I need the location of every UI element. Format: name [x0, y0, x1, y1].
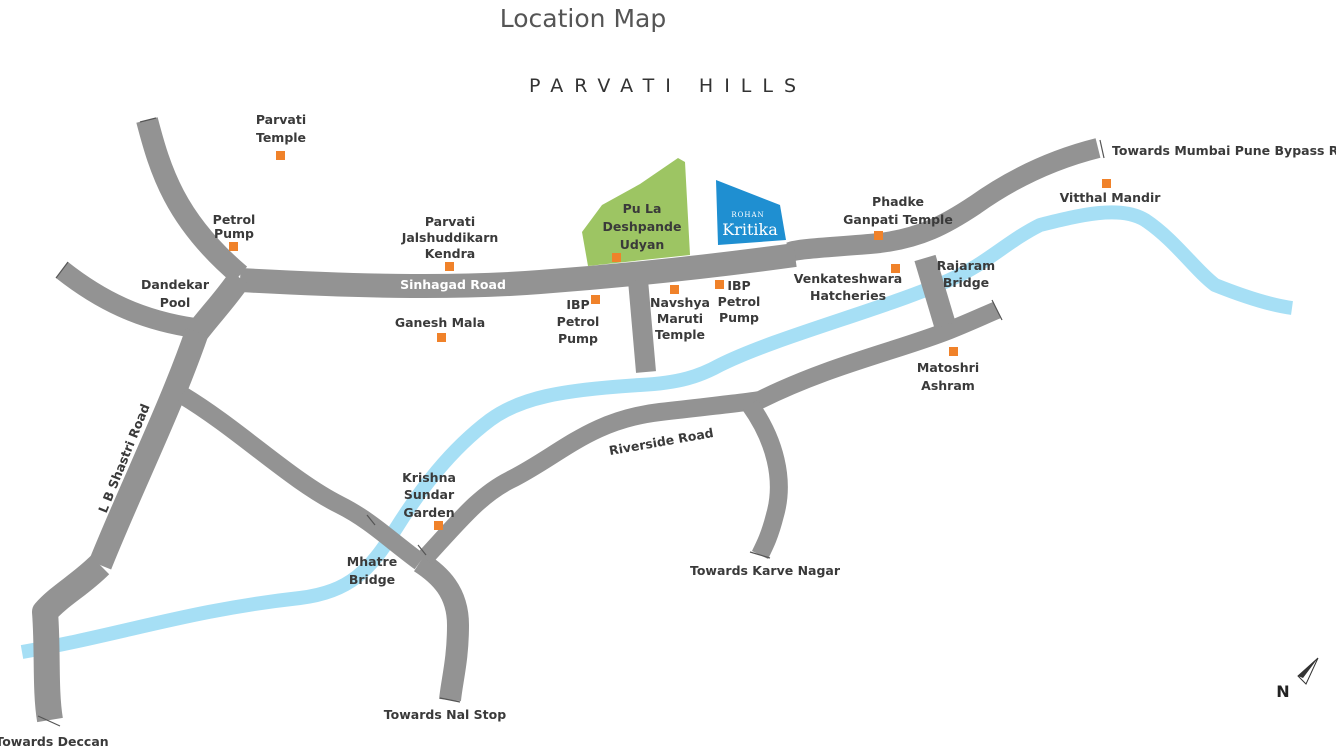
label-ibp-2: IBP Petrol Pump — [718, 278, 761, 325]
svg-text:Matoshri: Matoshri — [917, 360, 979, 375]
marker-vitthal — [1102, 179, 1111, 188]
svg-text:Sundar: Sundar — [404, 487, 455, 502]
north-arrow-icon: N — [1276, 657, 1319, 701]
marker-jalshuddikarn — [445, 262, 454, 271]
riverside-road-path — [418, 301, 1001, 565]
svg-text:Pump: Pump — [719, 310, 759, 325]
towards-karve-nagar-label: Towards Karve Nagar — [690, 563, 841, 578]
label-phadke: Phadke Ganpati Temple — [843, 194, 953, 227]
deccan-road — [32, 555, 110, 723]
label-ibp-1: IBP Petrol Pump — [557, 297, 600, 346]
svg-text:Jalshuddikarn: Jalshuddikarn — [401, 230, 499, 245]
bypass-road — [786, 138, 1101, 262]
dandekar-road — [55, 262, 197, 338]
road-end-ticks — [37, 117, 1105, 727]
svg-text:Maruti: Maruti — [657, 311, 703, 326]
svg-text:Ashram: Ashram — [921, 378, 975, 393]
marker-ibp-2 — [715, 280, 724, 289]
svg-text:Deshpande: Deshpande — [603, 219, 682, 234]
marker-park — [612, 253, 621, 262]
label-navshya: Navshya Maruti Temple — [650, 295, 710, 342]
map-title: Location Map — [500, 4, 666, 33]
towards-deccan-label: Towards Deccan — [0, 734, 109, 749]
sinhagad-road-path — [239, 243, 797, 299]
roads — [32, 117, 1101, 723]
svg-text:Pool: Pool — [160, 295, 191, 310]
svg-text:Pump: Pump — [558, 331, 598, 346]
label-mhatre: Mhatre Bridge — [347, 554, 397, 587]
towards-nal-stop-label: Towards Nal Stop — [384, 707, 506, 722]
rajaram-bridge-road — [914, 254, 956, 329]
marker-parvati-temple — [276, 151, 285, 160]
top-left-road — [136, 117, 248, 284]
navshya-lane — [628, 279, 656, 373]
nal-stop-road — [413, 552, 469, 702]
svg-text:Pu La: Pu La — [623, 201, 662, 216]
river — [20, 205, 1294, 659]
project-brand: ROHAN — [731, 211, 764, 219]
svg-text:Dandekar: Dandekar — [141, 277, 210, 292]
label-ganesh-mala: Ganesh Mala — [395, 315, 485, 330]
towards-mumbai-bypass-label: Towards Mumbai Pune Bypass Road — [1112, 143, 1336, 158]
svg-text:Phadke: Phadke — [872, 194, 924, 209]
marker-ibp-1 — [591, 295, 600, 304]
svg-text:Udyan: Udyan — [620, 237, 665, 252]
svg-text:Petrol: Petrol — [213, 212, 256, 227]
svg-text:IBP: IBP — [727, 278, 750, 293]
svg-text:Pump: Pump — [214, 226, 254, 241]
svg-text:Ganesh Mala: Ganesh Mala — [395, 315, 485, 330]
svg-text:Bridge: Bridge — [349, 572, 395, 587]
svg-text:Bridge: Bridge — [943, 275, 989, 290]
svg-text:Navshya: Navshya — [650, 295, 710, 310]
north-label: N — [1276, 682, 1289, 701]
marker-venkateshwara — [891, 264, 900, 273]
label-matoshri: Matoshri Ashram — [917, 360, 979, 393]
marker-petrol-pump — [229, 242, 238, 251]
project-name: Kritika — [722, 220, 778, 239]
marker-matoshri — [949, 347, 958, 356]
marker-krishna — [434, 521, 443, 530]
region-label: PARVATI HILLS — [529, 75, 807, 97]
landmark-markers — [229, 151, 1111, 530]
svg-text:Temple: Temple — [655, 327, 705, 342]
svg-text:Ganpati Temple: Ganpati Temple — [843, 212, 953, 227]
svg-text:IBP: IBP — [566, 297, 589, 312]
svg-text:Petrol: Petrol — [718, 294, 761, 309]
svg-text:Parvati: Parvati — [256, 112, 306, 127]
marker-navshya — [670, 285, 679, 294]
sinhagad-road-label: Sinhagad Road — [400, 277, 506, 292]
svg-text:Krishna: Krishna — [402, 470, 456, 485]
park-label: Pu La Deshpande Udyan — [603, 201, 682, 252]
svg-text:Parvati: Parvati — [425, 214, 475, 229]
label-parvati-temple: Parvati Temple — [256, 112, 306, 145]
svg-text:Kendra: Kendra — [425, 246, 475, 261]
label-krishna: Krishna Sundar Garden — [402, 470, 456, 520]
rohan-kritika-project — [716, 180, 786, 245]
lb-shastri-road-path — [88, 328, 209, 570]
label-petrol-pump: Petrol Pump — [213, 212, 256, 241]
svg-text:Vitthal Mandir: Vitthal Mandir — [1060, 190, 1162, 205]
svg-text:Petrol: Petrol — [557, 314, 600, 329]
marker-ganesh-mala — [437, 333, 446, 342]
junction-link — [185, 271, 250, 343]
label-vitthal: Vitthal Mandir — [1060, 190, 1162, 205]
label-rajaram: Rajaram Bridge — [937, 258, 995, 290]
svg-text:Temple: Temple — [256, 130, 306, 145]
svg-text:Garden: Garden — [403, 505, 454, 520]
svg-text:Hatcheries: Hatcheries — [810, 288, 886, 303]
label-dandekar-pool: Dandekar Pool — [141, 277, 210, 310]
mhatre-road — [177, 387, 426, 570]
label-venkateshwara: Venkateshwara Hatcheries — [794, 271, 903, 303]
svg-text:Rajaram: Rajaram — [937, 258, 995, 273]
label-jalshuddikarn: Parvati Jalshuddikarn Kendra — [401, 214, 499, 261]
riverside-road-label: Riverside Road — [608, 425, 715, 458]
marker-phadke — [874, 231, 883, 240]
pu-la-deshpande-udyan-park — [582, 158, 690, 266]
karve-nagar-road — [742, 399, 788, 560]
svg-text:Venkateshwara: Venkateshwara — [794, 271, 903, 286]
svg-text:Mhatre: Mhatre — [347, 554, 397, 569]
